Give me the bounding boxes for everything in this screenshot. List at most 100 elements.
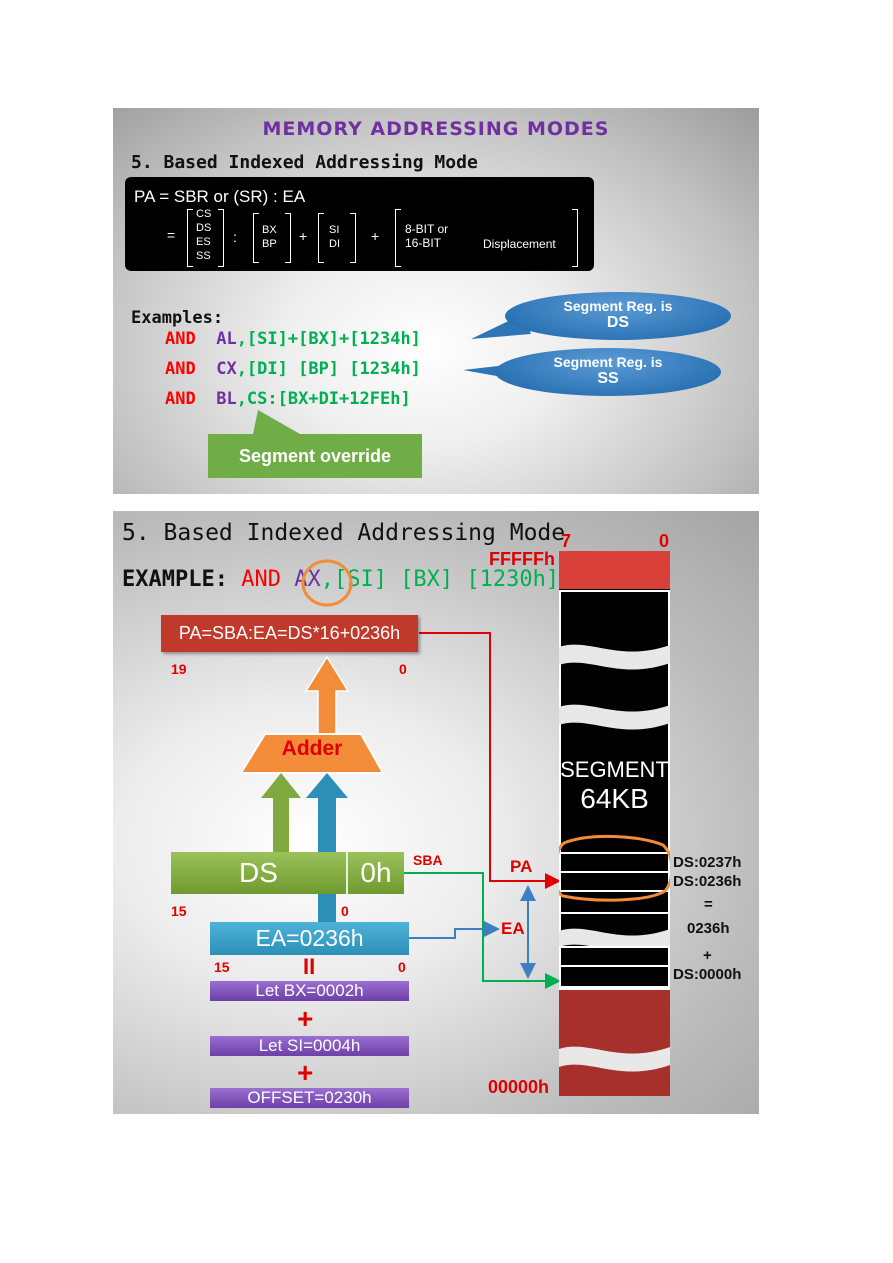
example-label: EXAMPLE: (122, 567, 228, 592)
addr-ds-0236: DS:0236h (673, 873, 742, 890)
memory-upper-region (559, 551, 670, 589)
bracket-right (218, 209, 224, 267)
example-line-3: AND BL,CS:[BX+DI+12FEh] (165, 389, 411, 409)
formula-equals: = (167, 227, 176, 243)
pa-pointer-label: PA (510, 857, 533, 876)
break-band (559, 704, 670, 730)
effective-address-box: EA=0236h (210, 922, 409, 955)
index-di: DI (329, 238, 340, 250)
ea-bit-low: 0 (398, 959, 406, 975)
bracket-right (572, 209, 578, 267)
formula-plus: + (299, 228, 308, 244)
segment-list: CS DS ES SS (196, 207, 211, 263)
bubble-line2: DS (606, 314, 630, 331)
base-bp: BP (262, 238, 277, 250)
bracket-left (253, 213, 259, 263)
pa-bit-high: 19 (171, 661, 187, 677)
displacement-word: Displacement (483, 237, 556, 251)
highlight-pa-cells (559, 834, 670, 902)
example-mem: ,[SI]+[BX]+[1234h] (236, 329, 421, 349)
cell-0236 (559, 871, 670, 892)
bubble-line2: SS (597, 370, 619, 387)
arrow-ea-to-adder (306, 773, 348, 922)
let-si-box: Let SI=0004h (210, 1036, 409, 1056)
cell-0237 (559, 852, 670, 873)
mem-bit-high: 7 (561, 531, 572, 551)
formula-box: PA = SBR or (SR) : EA = CS DS ES SS : BX… (125, 177, 594, 271)
plus-label: + (703, 947, 712, 964)
sba-label: SBA (413, 852, 443, 868)
bubble-line1: Segment Reg. is (563, 298, 673, 314)
offset-box: OFFSET=0230h (210, 1088, 409, 1108)
bubble-segment-ds: Segment Reg. is DS (505, 292, 731, 340)
physical-address-box: PA=SBA:EA=DS*16+0236h (161, 615, 418, 652)
base-bx: BX (262, 224, 277, 236)
formula-colon: : (233, 229, 237, 245)
examples-label: Examples: (131, 308, 224, 328)
example-op: AND (241, 567, 281, 592)
mode-heading: 5. Based Indexed Addressing Mode (122, 520, 566, 546)
memory-lower-region (559, 987, 670, 1096)
bracket-left (187, 209, 193, 267)
index-list: SI DI (329, 223, 340, 251)
example-instruction: EXAMPLE: AND AX,[SI] [BX] [1230h] (122, 567, 559, 592)
arrow-ds-to-adder (261, 773, 301, 852)
bubble-segment-ss: Segment Reg. is SS (495, 348, 721, 396)
example-line-2: AND CX,[DI] [BP] [1234h] (165, 359, 421, 379)
example-op: AND (165, 329, 196, 349)
arrow-adder-to-pa (304, 655, 350, 740)
ds-divider (346, 852, 348, 894)
diagram-graphics (239, 559, 561, 989)
connector-pa (419, 632, 561, 889)
adder-label: Adder (281, 737, 343, 760)
displacement-size-line2: 16-BIT (405, 236, 442, 250)
ds-bit-low: 0 (341, 903, 349, 919)
example-reg: CX (216, 359, 237, 379)
bracket-right (350, 213, 356, 263)
cell (559, 946, 670, 967)
ds-register: DS 0h (171, 852, 404, 894)
bracket-right (285, 213, 291, 263)
callout-pointer (253, 410, 300, 434)
bracket-left (318, 213, 324, 263)
example-op: AND (165, 389, 196, 409)
equals-label: = (704, 896, 713, 913)
segment-ds: DS (196, 222, 212, 234)
connector-ea (409, 921, 500, 939)
pa-bit-low: 0 (399, 661, 407, 677)
segment-label: SEGMENT (560, 757, 669, 782)
segment-size: 64KB (580, 783, 649, 814)
example-reg: AL (216, 329, 237, 349)
base-list: BX BP (262, 223, 277, 251)
slide-memory-addressing-modes: MEMORY ADDRESSING MODES 5. Based Indexed… (113, 108, 759, 494)
ds-zero-nibble: 0h (360, 857, 392, 888)
break-band (559, 644, 670, 670)
break-band (559, 1046, 670, 1072)
highlight-circle-ax (301, 559, 353, 607)
ea-pointer-label: EA (501, 919, 525, 938)
memory-column (559, 551, 670, 1096)
mem-bit-low: 0 (659, 531, 670, 551)
equals-sign: II (303, 954, 316, 979)
memory-details (559, 590, 670, 1072)
adder-block (239, 733, 385, 774)
let-bx-box: Let BX=0002h (210, 981, 409, 1001)
segment-es: ES (196, 236, 211, 248)
example-reg: BL (216, 389, 237, 409)
segment-outline (559, 590, 670, 990)
example-op: AND (165, 359, 196, 379)
break-band (559, 928, 670, 952)
example-line-1: AND AL,[SI]+[BX]+[1234h] (165, 329, 421, 349)
ds-bit-high: 15 (171, 903, 187, 919)
formula-line: PA = SBR or (SR) : EA (134, 187, 306, 206)
connector-sba (404, 872, 561, 989)
example-mem: ,CS:[BX+DI+12FEh] (236, 389, 411, 409)
cell-0000 (559, 965, 670, 988)
ds-label: DS (239, 857, 278, 888)
bracket-left (395, 209, 401, 267)
addr-ds-0237: DS:0237h (673, 854, 742, 871)
offset-value: 0236h (687, 920, 730, 937)
addr-ds-0000: DS:0000h (673, 966, 742, 983)
bubble-line1: Segment Reg. is (553, 354, 663, 370)
cell (559, 890, 670, 914)
